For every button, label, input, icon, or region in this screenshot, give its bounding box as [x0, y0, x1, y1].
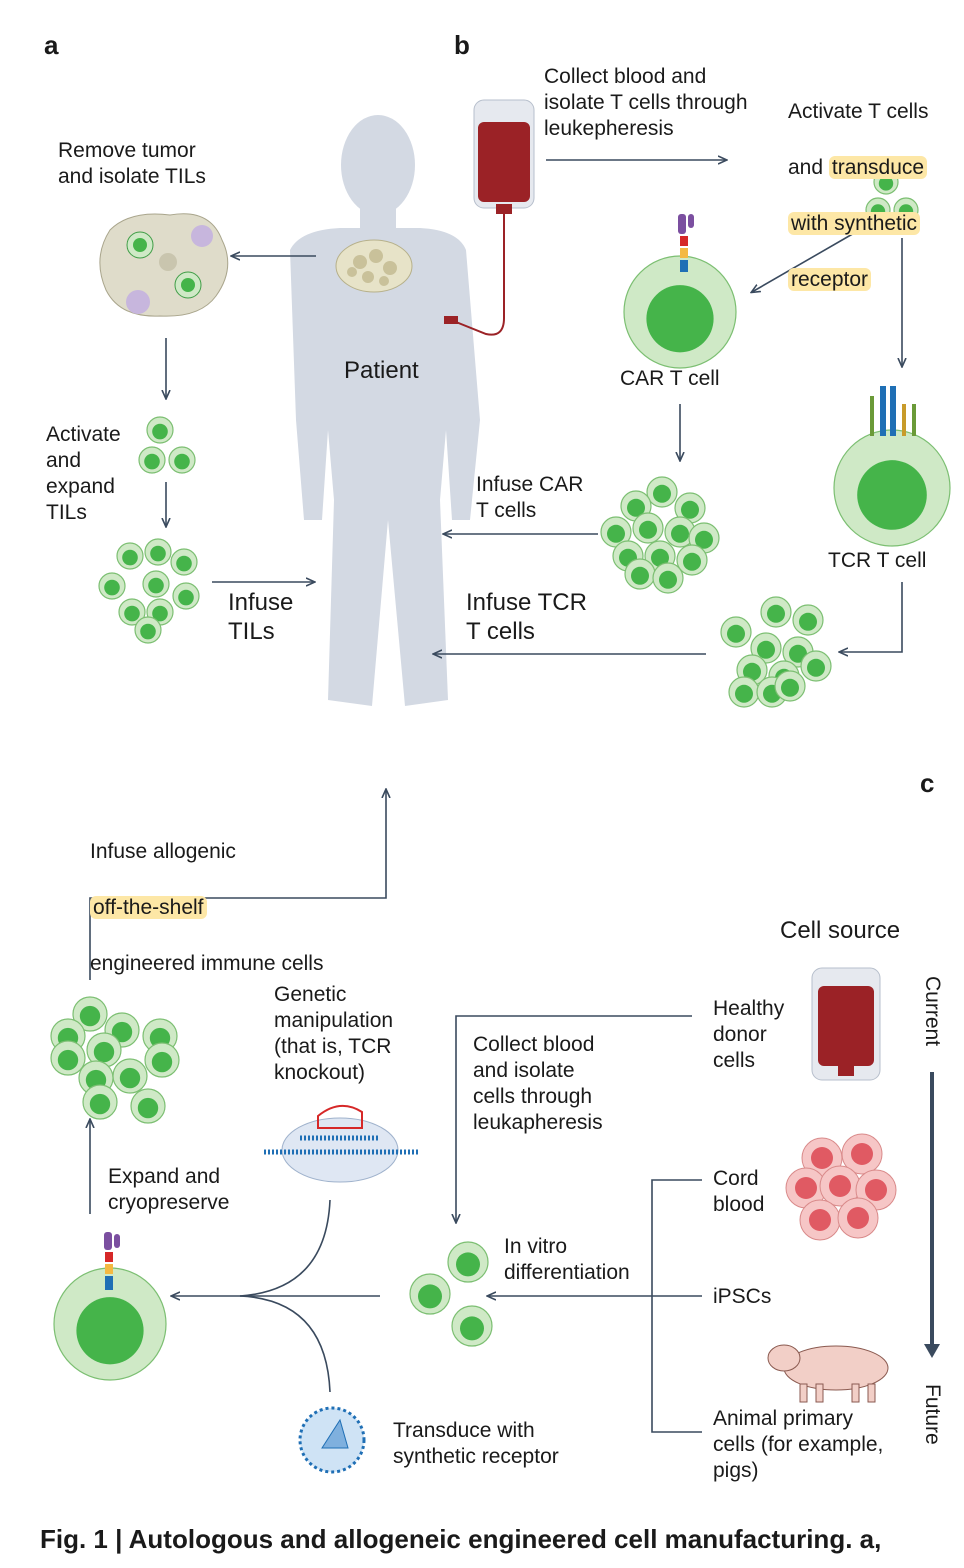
t-cell	[170, 548, 198, 576]
t-cell	[134, 616, 162, 644]
t-cell	[676, 544, 708, 576]
activate-transduce-label: Activate T cells and transduce with synt…	[788, 100, 929, 291]
tumor-mass	[99, 213, 229, 317]
crispr-icon	[264, 1105, 420, 1183]
t-cell	[118, 598, 146, 626]
tcr-t-cell	[833, 429, 951, 547]
infuse-car-label: Infuse CAR T cells	[476, 473, 584, 522]
future-label: Future	[921, 1384, 944, 1445]
patient-label: Patient	[344, 357, 419, 384]
t-cell	[664, 516, 696, 548]
t-cell	[800, 650, 832, 682]
t-cell	[632, 512, 664, 544]
collect-blood-label: Collect blood and isolate T cells throug…	[544, 65, 748, 140]
cord-blood-cell	[837, 1197, 879, 1239]
t-cell	[116, 542, 144, 570]
panel-letter-a: a	[44, 30, 59, 60]
t-cell	[728, 676, 760, 708]
t-cell	[82, 1084, 118, 1120]
t-cell	[146, 416, 174, 444]
ipscs-label: iPSCs	[713, 1285, 772, 1308]
cord-blood-cell	[819, 1165, 861, 1207]
panel-letter-b: b	[454, 30, 470, 60]
t-cell	[50, 1040, 86, 1076]
t-cell	[172, 582, 200, 610]
tcr-receptor-icon	[870, 386, 916, 436]
in-vitro-label: In vitro differentiation	[504, 1235, 630, 1284]
t-cell	[144, 1042, 180, 1078]
t-cell	[674, 492, 706, 524]
t-cell	[168, 446, 196, 474]
t-cell	[451, 1305, 493, 1347]
remove-tumor-label: Remove tumor and isolate TILs	[58, 139, 206, 188]
t-cell	[750, 632, 782, 664]
car-t-cell-label: CAR T cell	[620, 367, 720, 390]
t-cell	[646, 476, 678, 508]
t-cell	[409, 1273, 451, 1315]
expand-cryo-label: Expand and cryopreserve	[108, 1165, 230, 1214]
panel-letter-c: c	[920, 768, 935, 798]
infuse-allogenic-label: Infuse allogenic off-the-shelf engineere…	[90, 840, 324, 975]
cord-blood-label: Cord blood	[713, 1167, 765, 1216]
t-cell	[652, 562, 684, 594]
current-label: Current	[921, 976, 944, 1047]
healthy-donor-label: Healthy donor cells	[713, 997, 785, 1072]
transduce-label: Transduce with synthetic receptor	[393, 1419, 559, 1468]
cell-illustrations	[50, 169, 951, 1381]
t-cell	[624, 558, 656, 590]
t-cell	[98, 572, 126, 600]
engineered-cell	[53, 1267, 167, 1381]
t-cell	[142, 570, 170, 598]
t-cell	[600, 516, 632, 548]
t-cell	[792, 604, 824, 636]
t-cell	[720, 616, 752, 648]
tumor-in-patient	[335, 239, 413, 293]
car-t-cell	[623, 255, 737, 369]
t-cell	[112, 1058, 148, 1094]
blood-bag-c	[811, 967, 881, 1081]
infuse-tcr-label: Infuse TCR T cells	[466, 589, 587, 645]
cord-blood-cell	[799, 1199, 841, 1241]
t-cell	[86, 1032, 122, 1068]
blood-bag-b	[444, 99, 535, 336]
t-cell	[447, 1241, 489, 1283]
car-receptor-icon	[678, 214, 694, 272]
cord-blood-cell	[841, 1133, 883, 1175]
virus-icon	[298, 1406, 366, 1474]
t-cell	[774, 670, 806, 702]
collect-blood-c-label: Collect blood and isolate cells through …	[473, 1033, 603, 1134]
engineered-cell-receptor-icon	[104, 1232, 120, 1290]
figure-caption: Fig. 1 | Autologous and allogeneic engin…	[40, 1524, 882, 1554]
cord-blood-cell	[785, 1167, 827, 1209]
tcr-t-cell-label: TCR T cell	[828, 549, 927, 572]
t-cell	[760, 596, 792, 628]
infuse-tils-label: Infuse TILs	[228, 589, 294, 645]
patient-silhouette	[290, 115, 480, 706]
pig-icon	[767, 1344, 889, 1403]
cord-blood-cells	[785, 1133, 897, 1241]
t-cell	[72, 996, 108, 1032]
genetic-manipulation-label: Genetic manipulation (that is, TCR knock…	[274, 983, 394, 1084]
activate-expand-label: Activate and expand TILs	[46, 423, 121, 524]
t-cell	[138, 446, 166, 474]
t-cell	[144, 538, 172, 566]
cell-source-label: Cell source	[780, 917, 901, 944]
animal-cells-label: Animal primary cells (for example, pigs)	[713, 1407, 884, 1482]
flow-arrows	[90, 160, 902, 1433]
t-cell	[130, 1088, 166, 1124]
